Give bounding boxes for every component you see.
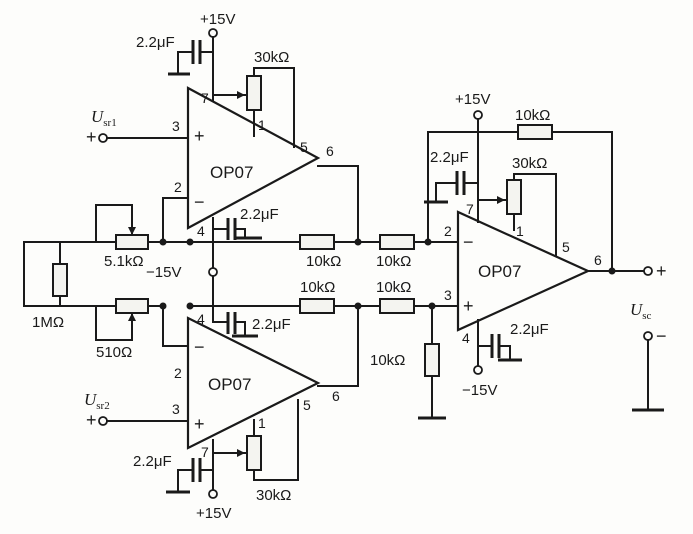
output-minus: − xyxy=(656,326,667,346)
r-5k1 xyxy=(115,234,149,250)
a1-vplus-terminal xyxy=(208,28,218,38)
r-510-label: 510Ω xyxy=(96,344,132,361)
r-10k-d xyxy=(379,298,415,314)
input2-plus: + xyxy=(86,410,97,430)
r-510 xyxy=(115,298,149,314)
a3-trim-pot xyxy=(506,179,522,215)
a2-neg-cap-label: 2.2μF xyxy=(252,316,291,333)
r-10k-b xyxy=(379,234,415,250)
a3-vneg-terminal xyxy=(473,365,483,375)
a3-pin3: 3 xyxy=(444,287,452,303)
opamp-a3 xyxy=(456,210,591,332)
a1-neg-cap-label: 2.2μF xyxy=(240,206,279,223)
a3-neg-cap-label: 2.2μF xyxy=(510,321,549,338)
a2-pin1: 1 xyxy=(258,415,266,431)
a2-trim-pot xyxy=(246,435,262,471)
input2-label: Usr2 xyxy=(84,390,110,412)
opamp-a2-label: OP07 xyxy=(208,375,251,394)
output-terminal xyxy=(643,266,653,276)
r-1m-label: 1MΩ xyxy=(32,314,64,331)
r-10k-b-label: 10kΩ xyxy=(376,253,411,270)
r-10k-feedback xyxy=(517,124,553,140)
a2-trim-label: 30kΩ xyxy=(256,487,291,504)
output-ref-terminal xyxy=(643,331,653,341)
opamp-a1-plus: + xyxy=(194,126,205,146)
opamp-a2 xyxy=(186,316,321,450)
output-plus: + xyxy=(656,261,667,281)
a1-pin7: 7 xyxy=(201,90,209,106)
opamp-a3-plus: + xyxy=(463,296,474,316)
opamp-a3-minus: − xyxy=(463,232,474,252)
a3-vplus-terminal xyxy=(473,110,483,120)
opamp-a2-minus: − xyxy=(194,337,205,357)
r-10k-a-label: 10kΩ xyxy=(306,253,341,270)
output-label: Usc xyxy=(630,300,652,322)
opamp-a3-label: OP07 xyxy=(478,262,521,281)
a3-cap-label: 2.2μF xyxy=(430,149,469,166)
r-1m xyxy=(52,263,68,297)
a2-pin5: 5 xyxy=(303,397,311,413)
opamp-a1-label: OP07 xyxy=(210,163,253,182)
a1-pin6: 6 xyxy=(326,143,334,159)
a1-vplus-label: +15V xyxy=(200,11,235,28)
vneg-common-terminal xyxy=(208,267,218,277)
a3-trim-label: 30kΩ xyxy=(512,155,547,172)
a3-vneg-label: −15V xyxy=(462,382,497,399)
a2-cap-label: 2.2μF xyxy=(133,453,172,470)
a3-pin6: 6 xyxy=(594,252,602,268)
a2-pin2: 2 xyxy=(174,365,182,381)
input1-terminal xyxy=(98,133,108,143)
a2-pin3: 3 xyxy=(172,401,180,417)
a1-pin5: 5 xyxy=(300,139,308,155)
input1-plus: + xyxy=(86,127,97,147)
a3-pin2: 2 xyxy=(444,223,452,239)
a2-vplus-terminal xyxy=(208,489,218,499)
a2-vplus-label: +15V xyxy=(196,505,231,522)
a1-pin1: 1 xyxy=(258,117,266,133)
r-10k-c xyxy=(299,298,335,314)
r-10k-d-label: 10kΩ xyxy=(376,279,411,296)
a1-trim-pot xyxy=(246,75,262,111)
input2-terminal xyxy=(98,416,108,426)
a3-vplus-label: +15V xyxy=(455,91,490,108)
a3-pin5: 5 xyxy=(562,239,570,255)
a1-pin4: 4 xyxy=(197,223,205,239)
a1-cap-label: 2.2μF xyxy=(136,34,175,51)
r-10k-ground-label: 10kΩ xyxy=(370,352,405,369)
r-10k-c-label: 10kΩ xyxy=(300,279,335,296)
a1-pin2: 2 xyxy=(174,179,182,195)
r-5k1-label: 5.1kΩ xyxy=(104,253,144,270)
vneg-common-label: −15V xyxy=(146,264,181,281)
r-10k-feedback-label: 10kΩ xyxy=(515,107,550,124)
a1-trim-label: 30kΩ xyxy=(254,49,289,66)
opamp-a2-plus: + xyxy=(194,414,205,434)
opamp-a1-minus: − xyxy=(194,192,205,212)
a3-pin7: 7 xyxy=(466,201,474,217)
input1-label: Usr1 xyxy=(91,107,117,129)
r-10k-a xyxy=(299,234,335,250)
r-10k-ground xyxy=(424,343,440,377)
a2-pin7: 7 xyxy=(201,444,209,460)
a3-pin1: 1 xyxy=(516,223,524,239)
a1-pin3: 3 xyxy=(172,118,180,134)
a2-pin4: 4 xyxy=(197,311,205,327)
a2-pin6: 6 xyxy=(332,388,340,404)
a3-pin4: 4 xyxy=(462,330,470,346)
